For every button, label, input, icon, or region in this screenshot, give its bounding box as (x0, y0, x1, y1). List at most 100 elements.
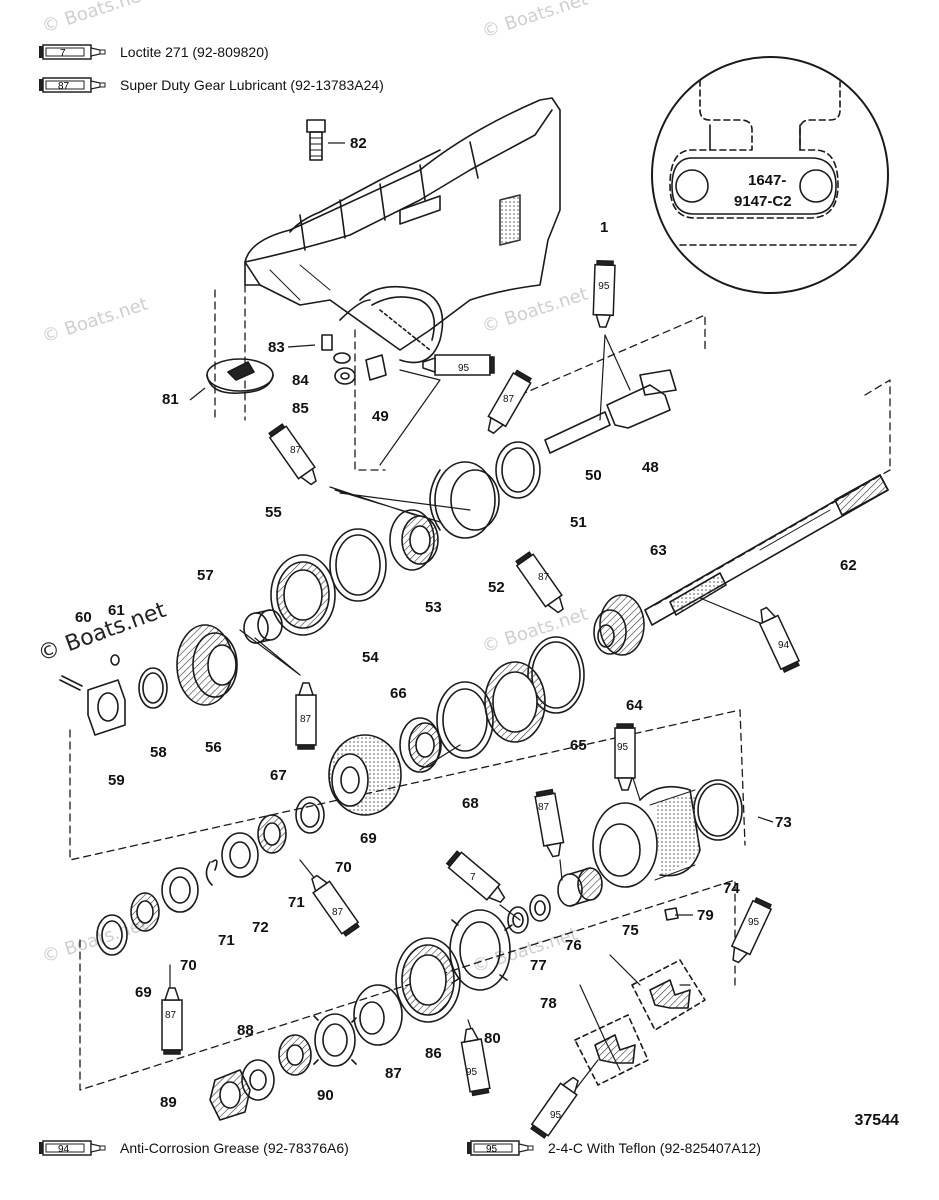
figure-number: 37544 (854, 1112, 900, 1129)
callout-81: 81 (162, 391, 179, 408)
callout-73: 73 (775, 814, 792, 831)
svg-text:95: 95 (458, 363, 470, 374)
bearing-cup-52 (429, 461, 500, 539)
bearing-75 (557, 867, 603, 907)
bearing-57 (243, 609, 283, 644)
svg-text:94: 94 (58, 1144, 70, 1155)
tube-icon: 7 (39, 44, 106, 60)
callout-50: 50 (585, 467, 602, 484)
callout-52: 52 (488, 579, 505, 596)
callout-88: 88 (237, 1022, 254, 1039)
callout-57: 57 (197, 567, 214, 584)
gearcase-housing (244, 97, 561, 364)
tube-icon: 94 (39, 1140, 106, 1156)
callout-numbers: 1 48 49 50 51 52 53 54 55 56 57 58 59 60… (75, 135, 857, 1111)
callout-67: 67 (270, 767, 287, 784)
callout-56: 56 (205, 739, 222, 756)
gear-67 (328, 734, 402, 816)
callout-83: 83 (268, 339, 285, 356)
bearing-71 (221, 832, 259, 878)
callout-51: 51 (570, 514, 587, 531)
callout-76: 76 (565, 937, 582, 954)
callout-49: 49 (372, 408, 389, 425)
ring-51 (495, 441, 541, 499)
lube-tubes: 95 95 87 87 87 87 (161, 259, 801, 1139)
snap-ring-72 (205, 859, 218, 886)
svg-text:7: 7 (470, 872, 476, 883)
svg-text:95: 95 (486, 1144, 498, 1155)
bearing-80 (395, 937, 461, 1023)
tube-icon: 95 (467, 1140, 534, 1156)
callout-leaders (189, 142, 774, 916)
callout-69b: 69 (135, 984, 152, 1001)
callout-75: 75 (622, 922, 639, 939)
callout-48: 48 (642, 459, 659, 476)
thrust-bearing-55 (270, 554, 336, 636)
svg-text:95: 95 (550, 1110, 562, 1121)
tube-icon: 87 (39, 77, 106, 93)
bearing-carrier-74 (592, 785, 701, 888)
callout-84: 84 (292, 372, 309, 389)
fasteners-83-85 (321, 334, 387, 385)
washer-69b (96, 914, 128, 956)
svg-text:95: 95 (466, 1067, 478, 1078)
callout-58: 58 (150, 744, 167, 761)
legend-text: Loctite 271 (92-809820) (120, 44, 269, 60)
callout-87: 87 (385, 1065, 402, 1082)
callout-71: 71 (288, 894, 305, 911)
legend-loctite: 7 Loctite 271 (92-809820) (38, 44, 269, 60)
part-61 (110, 654, 120, 666)
callout-62: 62 (840, 557, 857, 574)
callout-85: 85 (292, 400, 309, 417)
svg-text:87: 87 (165, 1010, 177, 1021)
clip-detail-upper (631, 959, 706, 1031)
pin-60 (59, 675, 83, 691)
svg-text:87: 87 (538, 802, 550, 813)
callout-1: 1 (600, 219, 608, 236)
nut-89 (209, 1069, 251, 1121)
callout-82: 82 (350, 135, 367, 152)
callout-68: 68 (462, 795, 479, 812)
callout-59: 59 (108, 772, 125, 789)
callout-53: 53 (425, 599, 442, 616)
callout-77: 77 (530, 957, 547, 974)
callout-55: 55 (265, 504, 282, 521)
anode-81 (206, 358, 274, 394)
svg-text:95: 95 (748, 917, 760, 928)
callout-86: 86 (425, 1045, 442, 1062)
clutch-59 (87, 679, 126, 736)
washer-66 (436, 681, 494, 759)
bearing-68 (399, 717, 442, 773)
callout-80: 80 (484, 1030, 501, 1047)
callout-66: 66 (390, 685, 407, 702)
callout-63: 63 (650, 542, 667, 559)
svg-text:95: 95 (617, 742, 629, 753)
callout-78: 78 (540, 995, 557, 1012)
callout-60: 60 (75, 609, 92, 626)
callout-70b: 70 (180, 957, 197, 974)
clip-detail-lower (574, 1014, 649, 1086)
tab-washer-87 (313, 1013, 357, 1067)
bearing-71b (161, 867, 199, 913)
legend-gear-lube: 87 Super Duty Gear Lubricant (92-13783A2… (38, 77, 384, 93)
callout-54: 54 (362, 649, 379, 666)
svg-text:94: 94 (778, 640, 790, 651)
callout-61: 61 (108, 602, 125, 619)
ring-58 (138, 667, 168, 709)
callout-69: 69 (360, 830, 377, 847)
part-79 (664, 907, 679, 921)
callout-70: 70 (335, 859, 352, 876)
callout-74: 74 (723, 880, 740, 897)
legend-anti-corrosion: 94 Anti-Corrosion Grease (92-78376A6) (38, 1140, 349, 1156)
washer-69 (295, 796, 325, 834)
callout-90: 90 (317, 1087, 334, 1104)
callout-89: 89 (160, 1094, 177, 1111)
svg-text:95: 95 (598, 281, 610, 292)
callout-71b: 71 (218, 932, 235, 949)
seal-77 (507, 906, 529, 934)
bearing-53 (389, 509, 439, 571)
gear-63 (593, 594, 645, 656)
gear-56 (176, 624, 238, 706)
nut-88 (278, 1034, 312, 1076)
inset-detail: 1647- 9147-C2 (651, 56, 889, 294)
